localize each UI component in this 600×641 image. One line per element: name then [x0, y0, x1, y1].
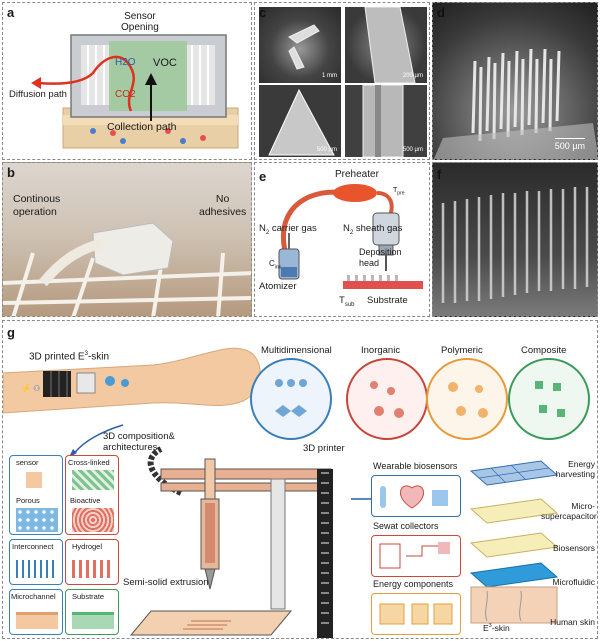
arch-hydrogel-pattern [72, 560, 114, 578]
panel-a: a Sensor Opening H2O VOC CO2 Diffusion p… [2, 2, 252, 160]
arch-microchannel-pattern [16, 612, 58, 629]
panel-c: c 1 mm 200 µm 500 µm 500 µm [254, 2, 430, 160]
h2o-label: H2O [115, 57, 136, 68]
extrusion-label: Semi-solid extrusion [123, 577, 209, 588]
no-adhesives-text: No adhesives [199, 193, 247, 218]
sem-image-4: 500 µm [345, 85, 427, 157]
arch-interconnect-label: Interconnect [12, 542, 54, 551]
app-label-sweat: Sewat collectors [373, 521, 439, 531]
panel-d-label: d [437, 5, 445, 20]
printer-illustration [129, 446, 371, 638]
atomizer-text: Atomizer [259, 281, 297, 292]
skin-photo [3, 222, 251, 316]
layer-human-skin: Human skin [550, 617, 595, 627]
arch-substrate-label: Substrate [72, 592, 105, 601]
continuous-text: Continous operation [13, 193, 61, 218]
sensor-opening-text: Sensor Opening [121, 11, 159, 33]
arch-substrate-pattern [72, 612, 114, 629]
panel-b-label: b [7, 165, 15, 180]
app-label-energy: Energy components [373, 579, 454, 589]
sem-image-3: 500 µm [259, 85, 341, 157]
preheater-text: Preheater [335, 169, 379, 180]
sem-scale-2: 200 µm [402, 73, 423, 79]
arch-box-crosslinked: Cross-linked Bioactive [65, 455, 119, 535]
deposition-text: Deposition head [359, 247, 402, 268]
material-label-inorganic: Inorganic [361, 345, 401, 356]
arch-microchannel-label: Microchannel [11, 592, 56, 601]
app-label-wearable: Wearable biosensors [373, 461, 458, 471]
arch-interconnect-pattern [16, 560, 58, 578]
voc-label: VOC [153, 57, 177, 69]
eskin-layer-stack [469, 460, 559, 624]
panel-g: g ⚡ ⚇ 3D printed E3-skin 3D composition&… [2, 320, 598, 639]
arch-porous-pattern [16, 508, 58, 532]
panel-g-label: g [7, 325, 15, 340]
d-scale-text: 500 µm [554, 141, 585, 151]
panel-c-label: c [259, 5, 267, 20]
composition-text: 3D composition& architectures [103, 431, 175, 453]
panel-a-label: a [7, 5, 15, 20]
panel-d: d 500 µm [432, 2, 598, 160]
panel-f: f [432, 162, 598, 317]
arch-bioactive-label: Bioactive [70, 496, 101, 505]
eskin-title: 3D printed E3-skin [29, 351, 110, 363]
arch-sensor-label: sensor [16, 458, 39, 467]
material-label-composite: Composite [521, 345, 567, 356]
arch-box-microchannel: Microchannel [9, 589, 63, 635]
material-circles [250, 358, 590, 440]
sem-image-1: 1 mm [259, 7, 341, 83]
tsub-text: Tsub [339, 295, 355, 308]
layer-supercapacitor: Micro- supercapacitor [541, 501, 597, 521]
arm-illustration: ⚡ ⚇ [3, 347, 261, 414]
d-scale-bar [555, 138, 585, 139]
material-label-multi: Multidimensional [261, 345, 332, 356]
arch-box-hydrogel: Hydrogel [65, 539, 119, 585]
printer-label: 3D printer [303, 443, 345, 454]
sem-scale-4: 500 µm [402, 147, 423, 153]
arch-hydrogel-label: Hydrogel [72, 542, 103, 551]
sensor-illustration [31, 34, 239, 149]
app-box-energy [371, 593, 461, 635]
co2-label: CO2 [115, 89, 136, 100]
diffusion-label: Diffusion path [9, 89, 67, 100]
arch-bioactive-pattern [72, 508, 114, 532]
sem-scale-1: 1 mm [322, 73, 337, 79]
pillar-array [433, 48, 597, 159]
layer-microfluidic: Microfluidic [552, 577, 595, 587]
arch-box-sensor: sensor Porous [9, 455, 63, 535]
panel-e: e Preheater Tpre N2 carrier gas N2 sheat… [254, 162, 430, 317]
app-box-wearable [371, 475, 461, 517]
n2-sheath-text: N2 sheath gas [343, 223, 403, 236]
aerosol-jet-diagram [278, 184, 423, 289]
substrate-text: Substrate [367, 295, 408, 306]
arch-sensor-square [26, 472, 42, 488]
arch-crosslinked-label: Cross-linked [68, 458, 110, 467]
panel-e-label: e [259, 169, 267, 184]
arch-box-substrate: Substrate [65, 589, 119, 635]
panel-b: b Continous operation No adhesives [2, 162, 252, 317]
layer-biosensors: Biosensors [552, 543, 595, 553]
tpre-text: Tpre [393, 187, 405, 197]
sem-scale-3: 500 µm [316, 147, 337, 153]
collection-label: Collection path [107, 121, 177, 133]
sem-image-2: 200 µm [345, 7, 427, 83]
app-box-sweat [371, 535, 461, 577]
material-label-polymeric: Polymeric [441, 345, 483, 356]
arch-box-interconnect: Interconnect [9, 539, 63, 585]
nanowire-array [441, 187, 589, 303]
svg-text:⚡ ⚇: ⚡ ⚇ [21, 383, 40, 393]
cink-text: Cink [269, 259, 282, 271]
panel-f-label: f [437, 167, 442, 182]
arch-crosslinked-pattern [72, 470, 114, 490]
layer-energy-harvesting: Energy harvesting [555, 459, 595, 479]
n2-carrier-text: N2 carrier gas [259, 223, 317, 236]
arch-porous-label: Porous [16, 496, 40, 505]
eskin-bottom-label: E3-skin [483, 623, 510, 633]
